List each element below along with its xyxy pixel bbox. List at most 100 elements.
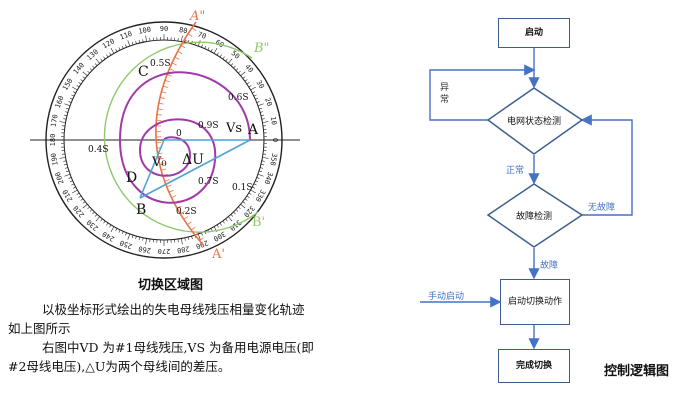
dial-tick bbox=[92, 65, 95, 69]
dial-tick bbox=[257, 173, 264, 177]
hatch-mark bbox=[164, 79, 170, 83]
hatch-mark bbox=[177, 50, 183, 55]
dial-tick bbox=[261, 160, 265, 162]
dial-angle-label: 50 bbox=[230, 49, 242, 61]
dial-tick bbox=[59, 157, 66, 159]
dial-tick bbox=[94, 63, 98, 66]
dial-tick bbox=[65, 107, 69, 110]
hatch-mark bbox=[171, 62, 177, 66]
hatch-mark bbox=[187, 221, 192, 226]
dial-tick bbox=[242, 201, 246, 204]
dial-tick bbox=[187, 236, 190, 241]
dial-tick bbox=[72, 189, 78, 194]
hatch-mark bbox=[199, 237, 204, 242]
dial-tick bbox=[230, 214, 234, 217]
dial-tick bbox=[106, 54, 109, 58]
dial-tick bbox=[253, 183, 257, 186]
dial-tick bbox=[63, 163, 68, 166]
hatch-mark bbox=[191, 27, 197, 32]
dial-tick bbox=[261, 118, 265, 120]
dial-tick bbox=[260, 114, 265, 117]
dial-tick bbox=[100, 58, 103, 62]
dial-tick bbox=[71, 94, 75, 97]
grid-check-diamond bbox=[486, 87, 584, 155]
dial-tick bbox=[219, 54, 222, 58]
dial-tick bbox=[233, 211, 236, 215]
time-label-0: 0.5S bbox=[150, 59, 170, 69]
dial-tick bbox=[127, 40, 131, 47]
dial-tick bbox=[138, 236, 141, 241]
dial-tick bbox=[131, 41, 134, 45]
dial-angle-label: 350 bbox=[268, 152, 278, 166]
dial-tick bbox=[260, 111, 264, 113]
dial-tick bbox=[115, 48, 118, 52]
dial-angle-label: 270 bbox=[158, 247, 171, 255]
dial-tick bbox=[106, 222, 109, 226]
green-boundary-arc bbox=[103, 41, 259, 233]
delta-u-vector bbox=[139, 139, 251, 199]
description-line-4: #2母线电压),△U为两个母线间的差压。 bbox=[8, 359, 231, 374]
dial-tick bbox=[191, 236, 193, 240]
red-boundary-hatching bbox=[155, 27, 204, 242]
hatch-mark bbox=[183, 216, 189, 220]
dial-angle-label: 160 bbox=[54, 95, 66, 110]
hatch-mark bbox=[180, 210, 185, 215]
residual-voltage-trajectory bbox=[118, 71, 251, 204]
dial-tick bbox=[262, 157, 269, 159]
vd-vector bbox=[139, 139, 165, 199]
description-line-2: 如上图所示 bbox=[8, 321, 71, 336]
edge-label-no-fault: 无故障 bbox=[588, 203, 616, 213]
dial-angle-label: 40 bbox=[243, 63, 255, 75]
dial-tick bbox=[109, 224, 112, 228]
dial-tick bbox=[216, 224, 219, 228]
dial-tick bbox=[95, 58, 100, 64]
hatch-mark bbox=[158, 102, 164, 105]
label-b: B bbox=[136, 202, 146, 218]
dial-tick bbox=[59, 121, 66, 123]
dial-tick bbox=[64, 111, 68, 113]
dial-tick bbox=[210, 48, 213, 52]
dial-tick bbox=[135, 40, 137, 44]
dial-angle-label: 340 bbox=[262, 171, 274, 186]
dial-tick bbox=[181, 35, 183, 42]
dial-tick bbox=[110, 226, 115, 232]
dial-tick bbox=[260, 167, 264, 169]
dial-tick bbox=[68, 177, 72, 179]
dial-tick bbox=[121, 231, 124, 235]
label-b-prime: B' bbox=[252, 215, 265, 230]
dial-tick bbox=[76, 192, 80, 195]
hatch-mark bbox=[162, 85, 169, 88]
hatch-mark bbox=[159, 97, 165, 99]
dial-tick bbox=[135, 236, 137, 240]
dial-tick bbox=[225, 58, 228, 62]
dial-tick bbox=[260, 163, 265, 166]
dial-tick bbox=[248, 85, 252, 88]
grid-check-label: 电网状态检测 bbox=[507, 115, 561, 127]
flowchart-caption: 控制逻辑图 bbox=[604, 364, 670, 379]
dial-tick bbox=[142, 237, 144, 241]
dial-tick bbox=[82, 204, 88, 209]
dial-tick bbox=[257, 103, 264, 107]
dial-angle-label: 20 bbox=[263, 97, 273, 108]
dial-tick bbox=[138, 39, 141, 44]
dial-tick bbox=[253, 94, 257, 97]
dial-tick bbox=[72, 186, 76, 189]
hatch-mark bbox=[194, 231, 200, 236]
edge-label-manual-start: 手动启动 bbox=[428, 292, 465, 302]
dial-angle-label: 100 bbox=[138, 26, 152, 36]
label-b-double-prime: B" bbox=[253, 41, 270, 56]
label-vs: Vs bbox=[225, 121, 242, 136]
dial-tick bbox=[256, 177, 260, 179]
dial-tick bbox=[216, 52, 219, 56]
dial-tick bbox=[235, 68, 239, 71]
time-label-6: 0.2S bbox=[176, 207, 196, 217]
dial-tick bbox=[240, 204, 246, 209]
dial-tick bbox=[184, 237, 186, 241]
diagram-description: 以极坐标形式绘出的失电母线残压相量变化轨迹 如上图所示 右图中VD 为#1母线残… bbox=[8, 300, 378, 376]
dial-tick bbox=[250, 189, 256, 194]
dial-tick bbox=[103, 220, 106, 224]
dial-tick bbox=[181, 238, 183, 245]
dial-tick bbox=[222, 220, 225, 224]
hatch-mark bbox=[156, 114, 162, 116]
edge-label-normal: 正常 bbox=[506, 166, 525, 176]
